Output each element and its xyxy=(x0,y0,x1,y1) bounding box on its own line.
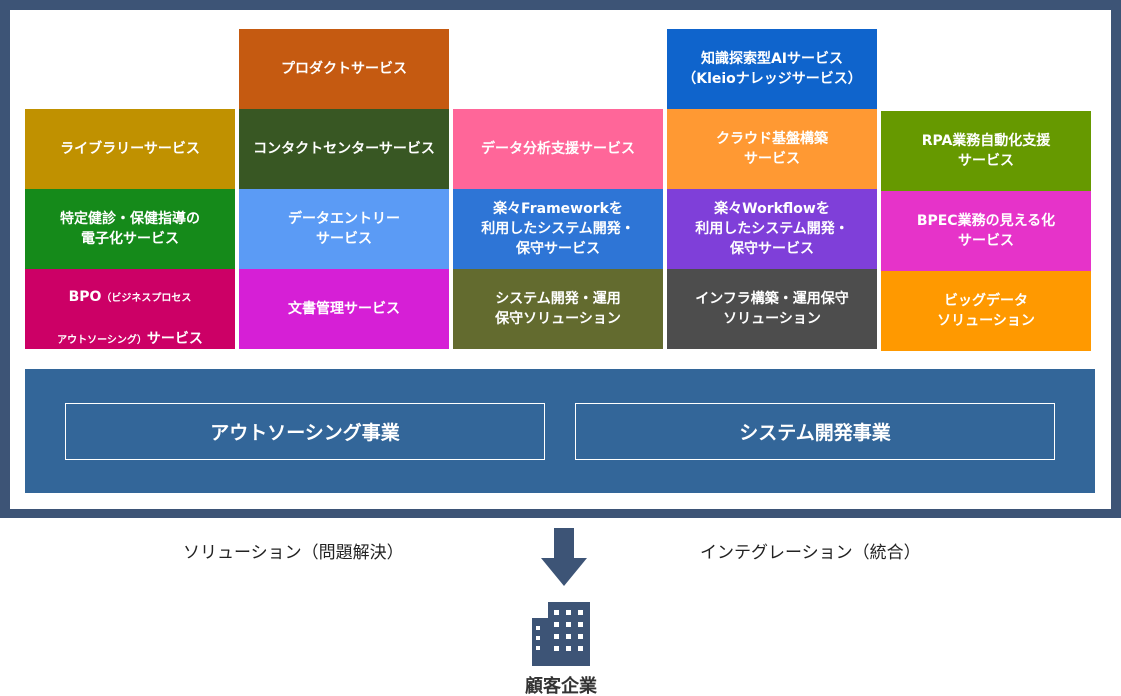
service-contact-center: コンタクトセンターサービス xyxy=(239,109,449,189)
service-system-dev-ops: システム開発・運用 保守ソリューション xyxy=(453,269,663,349)
business-base: アウトソーシング事業 システム開発事業 xyxy=(25,369,1095,493)
bpo-sub-2: アウトソーシング） xyxy=(57,335,147,346)
service-data-entry: データエントリー サービス xyxy=(239,189,449,269)
service-infra-ops: インフラ構築・運用保守 ソリューション xyxy=(667,269,877,349)
bpo-tail: サービス xyxy=(146,331,203,347)
down-arrow-icon xyxy=(541,528,587,586)
caption-solution: ソリューション（問題解決） xyxy=(183,543,404,563)
service-rpa: RPA業務自動化支援 サービス xyxy=(881,111,1091,191)
caption-integration: インテグレーション（統合） xyxy=(700,543,921,563)
system-development-business: システム開発事業 xyxy=(575,403,1055,460)
bpo-sub-1: （ビジネスプロセス xyxy=(101,293,192,304)
service-data-analysis: データ分析支援サービス xyxy=(453,109,663,189)
service-document-management: 文書管理サービス xyxy=(239,269,449,349)
bpo-main: BPO xyxy=(68,289,102,305)
service-rakuraku-workflow: 楽々Workflowを 利用したシステム開発・ 保守サービス xyxy=(667,189,877,269)
service-rakuraku-framework: 楽々Frameworkを 利用したシステム開発・ 保守サービス xyxy=(453,189,663,269)
outsourcing-business: アウトソーシング事業 xyxy=(65,403,545,460)
service-bpec: BPEC業務の見える化 サービス xyxy=(881,191,1091,271)
customer-label: 顧客企業 xyxy=(525,676,597,696)
service-bpo: BPO（ビジネスプロセス アウトソーシング）サービス xyxy=(25,269,235,349)
service-product: プロダクトサービス xyxy=(239,29,449,109)
bpo-line-1: BPO（ビジネスプロセス xyxy=(69,267,192,309)
bpo-line-2: アウトソーシング）サービス xyxy=(57,309,203,351)
building-icon xyxy=(532,602,590,666)
service-cloud-infrastructure: クラウド基盤構築 サービス xyxy=(667,109,877,189)
service-big-data: ビッグデータ ソリューション xyxy=(881,271,1091,351)
service-library: ライブラリーサービス xyxy=(25,109,235,189)
service-health-checkup: 特定健診・保健指導の 電子化サービス xyxy=(25,189,235,269)
service-knowledge-ai: 知識探索型AIサービス （Kleioナレッジサービス） xyxy=(667,29,877,109)
